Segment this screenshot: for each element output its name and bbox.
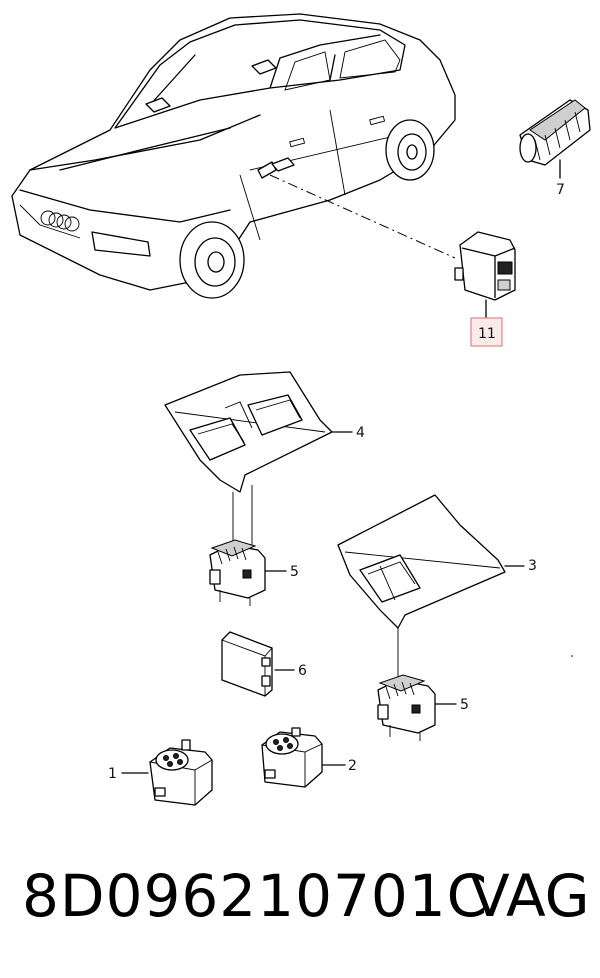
callout-5a: 5 bbox=[290, 564, 299, 580]
part-3-panel: 3 bbox=[337, 494, 537, 629]
callout-11-highlight bbox=[470, 317, 503, 347]
part-number: 8D096210701C bbox=[22, 862, 489, 930]
callout-5b: 5 bbox=[460, 697, 469, 713]
front-wheel bbox=[179, 221, 245, 299]
part-5-switch-lower: 5 bbox=[377, 674, 469, 741]
callout-2: 2 bbox=[348, 758, 357, 774]
callout-4: 4 bbox=[356, 425, 365, 441]
callout-3: 3 bbox=[528, 558, 537, 574]
rear-wheel bbox=[385, 119, 435, 181]
audi-logo bbox=[40, 210, 80, 232]
part-2-switch: 2 bbox=[261, 727, 357, 788]
callout-6: 6 bbox=[298, 663, 307, 679]
part-4-panel: 4 bbox=[164, 371, 365, 493]
parts-diagram: 7 11 4 5 bbox=[11, 13, 591, 806]
car-illustration bbox=[11, 13, 456, 299]
part-1-switch: 1 bbox=[108, 739, 213, 806]
callout-11: 11 bbox=[478, 326, 496, 342]
part-11-switch: 11 bbox=[454, 231, 516, 347]
part-5-switch-upper: 5 bbox=[209, 539, 299, 606]
part-7-connector: 7 bbox=[519, 99, 591, 198]
part-6-module: 6 bbox=[221, 631, 307, 697]
stray-dot bbox=[571, 655, 573, 657]
callout-1: 1 bbox=[108, 766, 117, 782]
brand-label: VAG bbox=[470, 862, 590, 930]
callout-7: 7 bbox=[556, 182, 565, 198]
